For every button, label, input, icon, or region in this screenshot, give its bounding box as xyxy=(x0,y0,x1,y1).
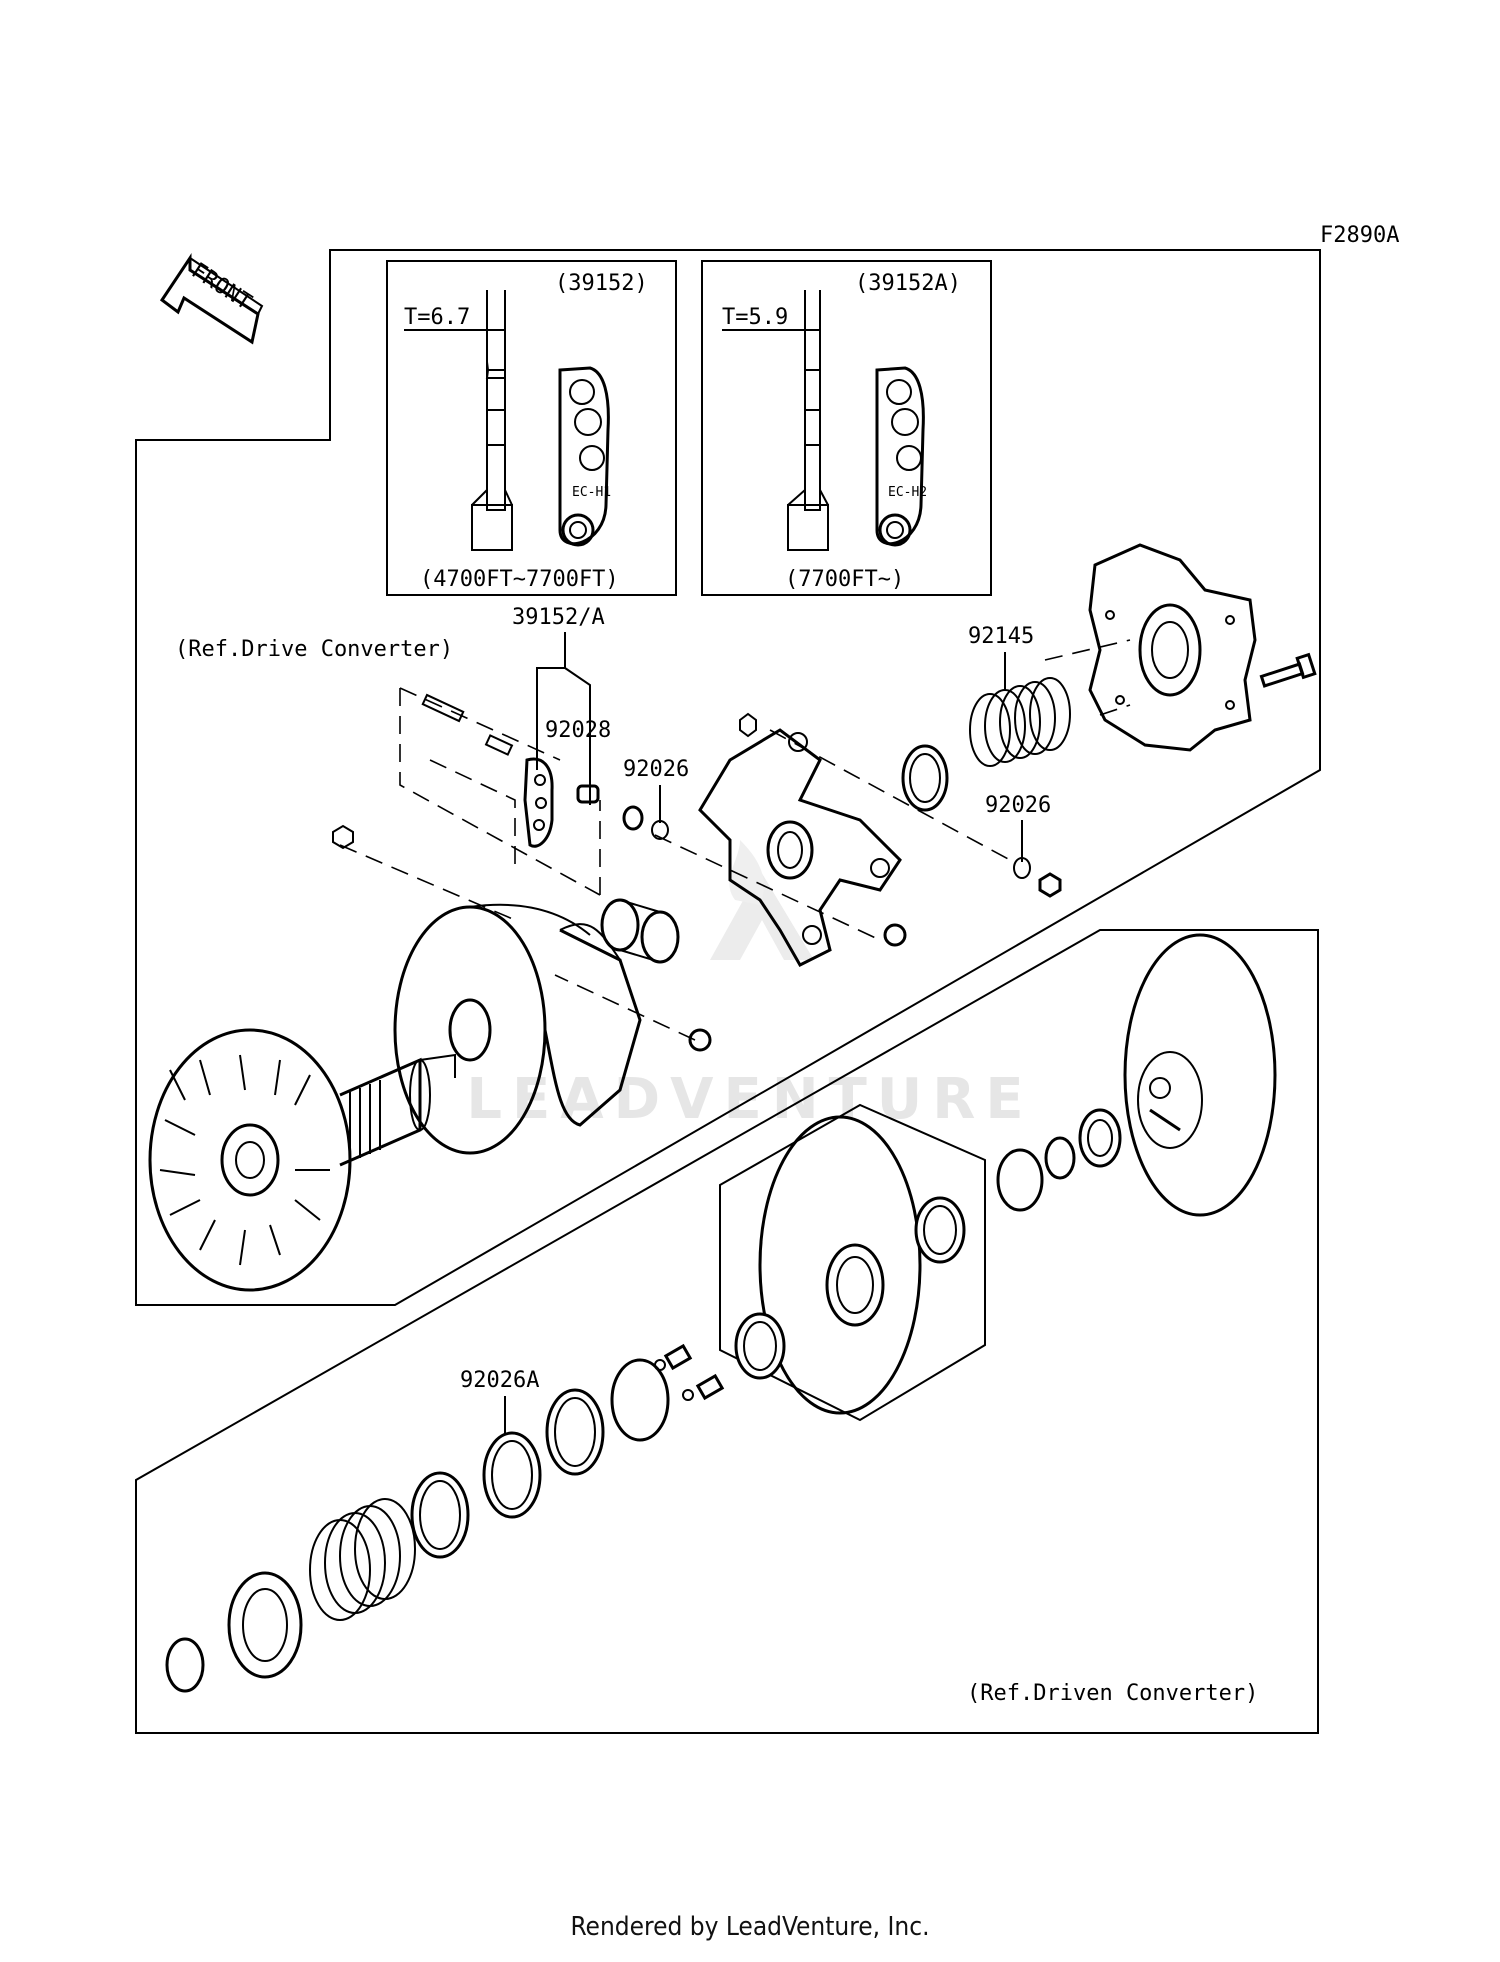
watermark: LEADVENTURE xyxy=(466,840,1024,1132)
inset-b-mark: EC-H2 xyxy=(888,485,927,500)
callout-92026-left: 92026 xyxy=(623,757,689,782)
inset-a-mark: EC-H1 xyxy=(572,485,611,500)
driven-converter-parts xyxy=(165,933,1277,1693)
front-arrow: FRONT xyxy=(159,253,264,345)
callout-39152a: 39152/A xyxy=(512,605,605,630)
callout-92026-right: 92026 xyxy=(985,793,1051,818)
inset-a-part-no: (39152) xyxy=(555,271,648,296)
inset-b-altitude: (7700FT~) xyxy=(785,567,904,592)
figure-code: F2890A xyxy=(1320,223,1399,248)
drive-converter-parts xyxy=(148,543,1317,1292)
drive-converter-frame xyxy=(135,249,1321,1306)
inset-39152a: (39152A) T=5.9 EC-H2 (7700FT~) xyxy=(701,260,992,596)
ref-driven-converter: (Ref.Driven Converter) xyxy=(967,1681,1258,1706)
callout-92145: 92145 xyxy=(968,624,1034,649)
inset-a-altitude: (4700FT~7700FT) xyxy=(420,567,619,592)
callout-92028: 92028 xyxy=(545,718,611,743)
inset-b-thickness: T=5.9 xyxy=(722,305,788,330)
rendered-by-credit: Rendered by LeadVenture, Inc. xyxy=(570,1912,930,1942)
ref-drive-converter: (Ref.Drive Converter) xyxy=(175,637,453,662)
inset-39152: (39152) T=6.7 EC-H1 (4700FT~7700FT) xyxy=(386,260,677,596)
callout-92026a: 92026A xyxy=(460,1368,539,1393)
inset-b-part-no: (39152A) xyxy=(855,271,961,296)
inset-a-thickness: T=6.7 xyxy=(404,305,470,330)
driven-converter-frame xyxy=(135,929,1319,1734)
